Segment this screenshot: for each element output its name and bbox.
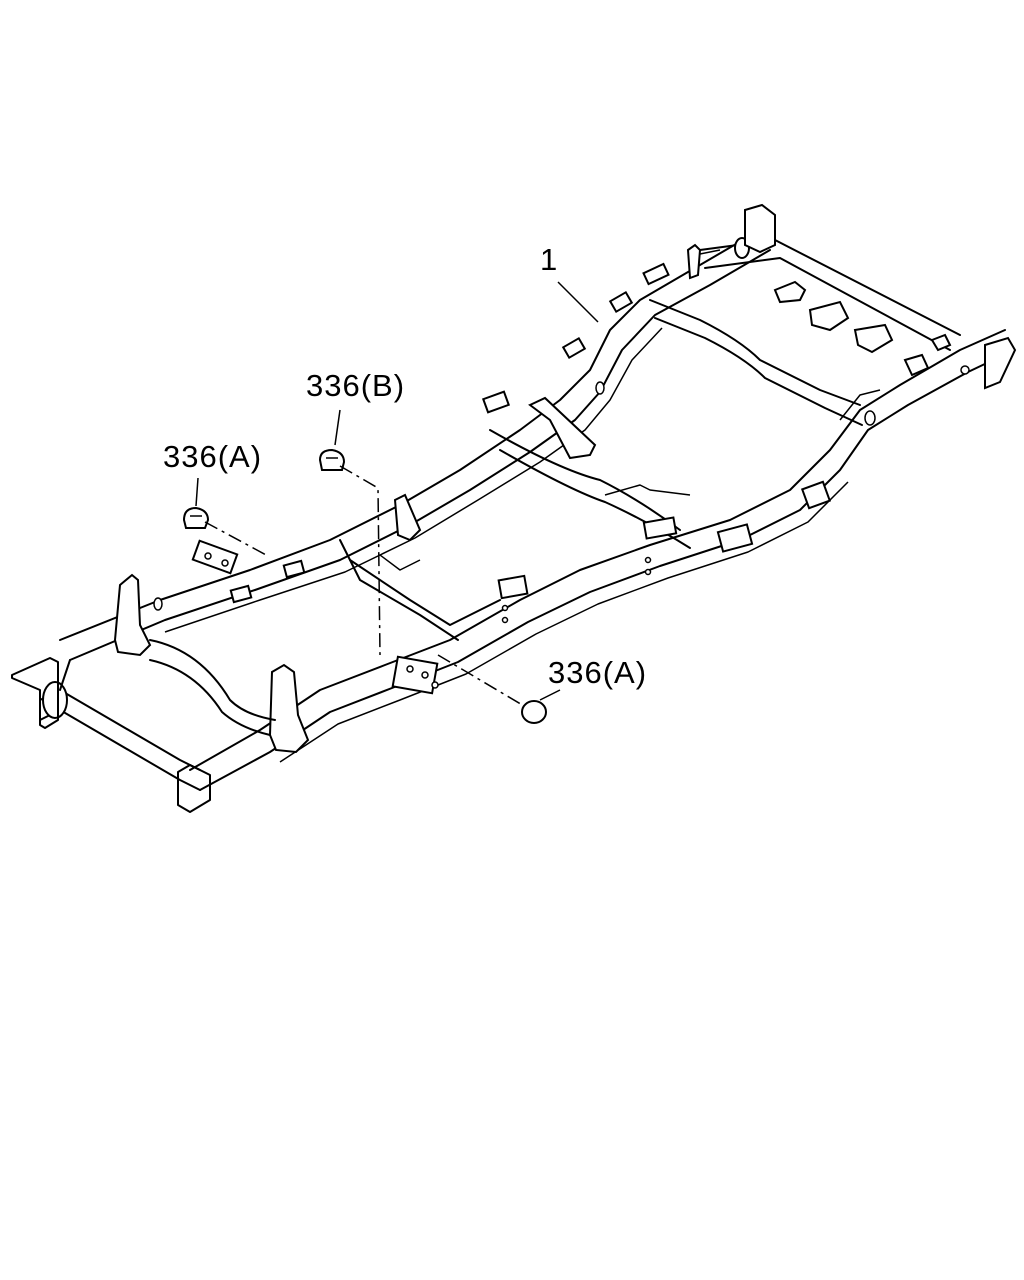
left-side-rail-flange	[164, 327, 663, 633]
right-side-rail-outer	[189, 329, 1006, 771]
leader-item-1	[557, 281, 599, 323]
callout-item-1: 1	[540, 242, 559, 277]
rear-end-plate	[744, 203, 776, 254]
left-side-rail-outer	[59, 229, 761, 641]
rear-crossbrace	[689, 249, 881, 421]
right-side-rail-inner	[199, 351, 1011, 791]
plug-336a-left	[182, 506, 210, 529]
front-tube-end	[42, 681, 68, 719]
callout-336a-right: 336(A)	[548, 655, 648, 690]
plug-336a-left-shape	[182, 506, 210, 529]
right-side-rail-flange	[279, 481, 849, 763]
crossmember-4	[649, 299, 861, 406]
bracket	[191, 539, 239, 575]
dash-leader-336a-left	[204, 521, 269, 557]
plug-336a-right	[521, 700, 547, 724]
callout-336a-left: 336(A)	[163, 439, 263, 474]
callout-336b: 336(B)	[306, 368, 406, 403]
plug-336a-right-shape	[521, 700, 547, 724]
spring-hanger	[773, 280, 807, 304]
front-suspension-arch	[149, 639, 276, 721]
right-spring-tower	[268, 663, 310, 754]
leader-336a-right	[539, 689, 561, 701]
leader-336a-left	[195, 477, 199, 507]
dash-leader-336a-right	[437, 654, 525, 707]
leader-336b	[334, 409, 341, 446]
left-spring-tower	[113, 573, 152, 657]
plug-336b-shape	[318, 448, 346, 471]
crossmember-3	[489, 429, 681, 531]
front-right-bracket	[177, 764, 211, 813]
chassis-frame	[11, 203, 1017, 813]
front-left-bracket	[11, 657, 59, 729]
plug-336b	[318, 448, 346, 471]
mid-support-strut	[528, 396, 597, 460]
dash-leader-336b	[339, 465, 381, 656]
crossmember-2	[339, 539, 501, 626]
